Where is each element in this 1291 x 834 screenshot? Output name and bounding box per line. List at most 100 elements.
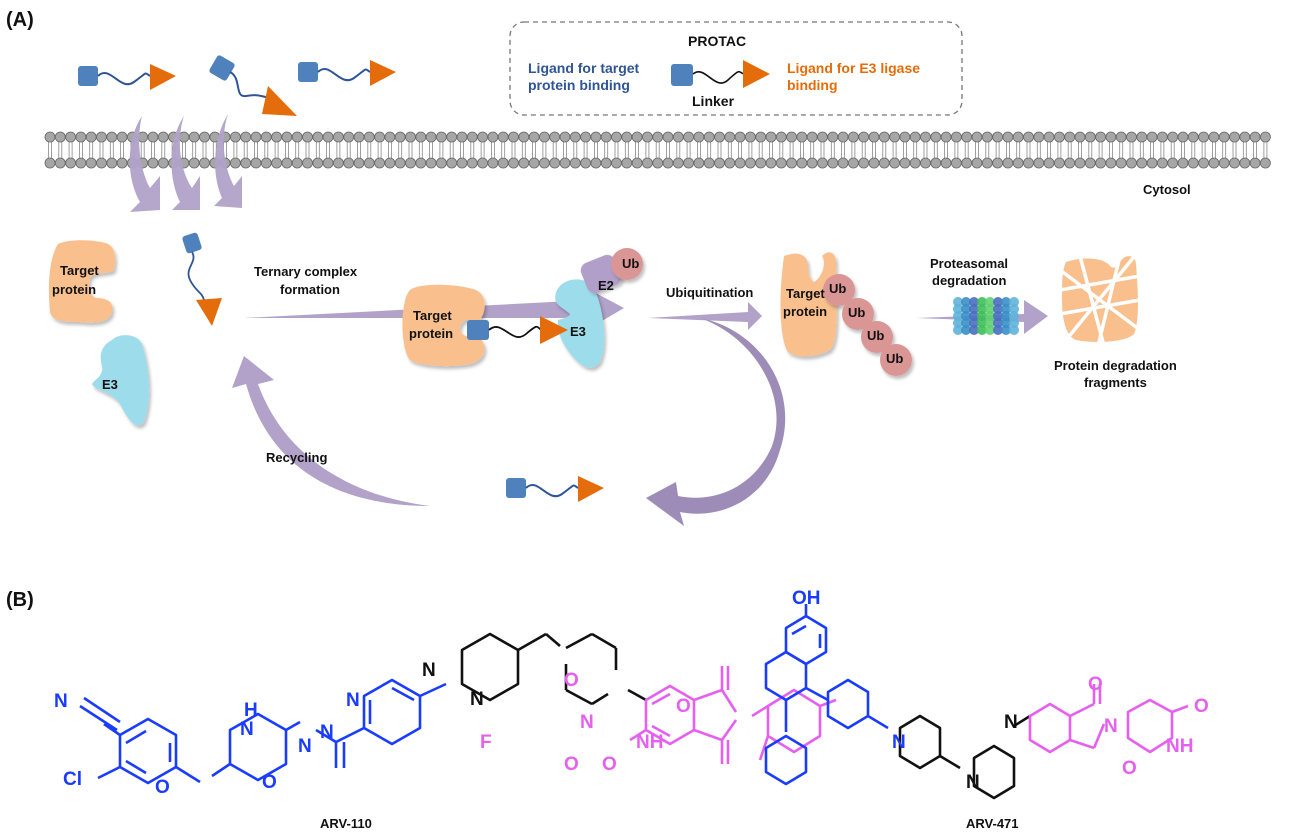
proteasome-subunit [1009,318,1019,328]
lipid-head [374,131,386,143]
atom-n: N [320,722,334,743]
lipid-head [1126,131,1137,143]
lipid-head [1002,131,1014,143]
lipid-head [96,157,107,169]
atom-h: H [244,700,258,721]
lipid-head [487,157,499,169]
lipid-head [1136,157,1148,169]
lipid-head [271,131,283,143]
lipid-head [1208,131,1220,143]
lipid-head [1187,157,1199,169]
lipid-head [1115,131,1127,143]
lipid-head [683,157,694,169]
proteasome-subunit [969,304,979,314]
lipid-head [415,157,427,169]
lipid-head [992,157,1003,169]
lipid-head [724,157,736,169]
lipid-head [1054,131,1065,143]
protac-legend: PROTAC Ligand for target protein binding… [509,21,963,116]
ub-target-label-2: protein [783,304,827,319]
lipid-head [878,157,890,169]
atom-n: N [580,712,594,733]
lipid-head [302,131,313,143]
lipid-head [837,131,849,143]
atom-n: N [422,660,436,681]
lipid-head [817,157,828,169]
lipid-head [662,131,674,143]
proteasome-subunit [961,311,971,321]
ternary-label-2: formation [280,282,340,297]
lipid-head [858,131,870,143]
ub-label-4: Ub [886,351,903,366]
target-ligand-icon [671,64,693,86]
complex-e3-label: E3 [570,324,586,339]
legend-target-ligand-line1: Ligand for target [528,60,640,76]
lipid-head [652,131,664,143]
lipid-head [817,131,828,143]
lipid-head [425,157,437,169]
proteasome-subunit [953,311,963,321]
lipid-head [54,157,66,169]
lipid-head [1198,157,1209,169]
lipid-head [477,131,489,143]
free-protac [182,232,222,326]
lipid-head [745,157,756,169]
lipid-head [940,157,952,169]
proteasome-subunit [985,304,995,314]
proteasome-subunit [1001,311,1011,321]
lipid-head [765,131,777,143]
lipid-head [1249,157,1261,169]
proteasome-subunit [1009,304,1019,314]
proteasome-subunit [969,311,979,321]
lipid-head [497,157,509,169]
lipid-head [621,131,633,143]
proteasome-subunit [969,325,979,335]
atom-o: O [262,772,277,793]
recycled-protac [506,475,605,503]
lipid-head [642,131,653,143]
proteasome-subunit [953,318,963,328]
lipid-head [178,131,190,143]
lipid-head [65,131,76,143]
proteasome-subunit [961,304,971,314]
lipid-head [734,131,746,143]
lipid-head [611,131,622,143]
lipid-head [353,131,365,143]
lipid-head [940,131,952,143]
lipid-head [405,131,416,143]
lipid-head [714,157,725,169]
legend-title: PROTAC [688,33,746,49]
atom-n: N [54,691,68,712]
lipid-head [827,157,839,169]
lipid-head [961,131,973,143]
lipid-head [930,157,942,169]
lipid-head [559,157,571,169]
lipid-head [1229,157,1240,169]
lipid-head [714,131,725,143]
proteasome-subunit [1001,304,1011,314]
lipid-head [54,131,66,143]
lipid-head [981,131,993,143]
complex-target-label-2: protein [409,326,453,341]
lipid-head [1177,157,1189,169]
proteasome-subunit [961,318,971,328]
lipid-head [1095,131,1106,143]
lipid-head [868,157,880,169]
lipid-head [1167,157,1179,169]
lipid-head [312,131,324,143]
lipid-head [1157,157,1168,169]
lipid-head [1043,157,1055,169]
lipid-head [332,131,344,143]
atom-o: O [602,754,617,775]
lipid-head [899,131,911,143]
fragments-label-1: Protein degradation [1054,358,1177,373]
lipid-head [1260,157,1271,169]
lipid-head [889,131,900,143]
free-target-protein [48,240,116,323]
legend-e3-ligand-line1: Ligand for E3 ligase [787,60,920,76]
atom-o: O [564,670,579,691]
lipid-head [415,131,427,143]
lipid-head [363,157,375,169]
lipid-head [1033,131,1045,143]
lipid-head [353,157,365,169]
